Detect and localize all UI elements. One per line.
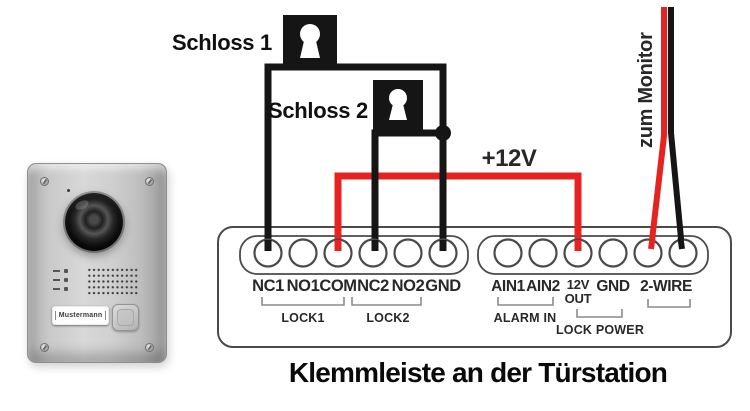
screw-icon	[145, 177, 154, 186]
terminal-no1	[288, 238, 318, 268]
indicator-dash-icon	[53, 269, 60, 272]
terminal-label-out: OUT	[565, 291, 592, 306]
terminal-label-no1: NO1	[287, 277, 320, 295]
terminal-label-gnd-right: GND	[596, 278, 629, 295]
terminal-no2	[393, 238, 423, 268]
terminal-2wire-a	[633, 238, 663, 268]
nameplate-text: Mustermann	[58, 312, 103, 319]
lock1-wire-label: Schloss 1	[172, 30, 272, 55]
terminal-label-com: COM	[319, 277, 356, 295]
wire-monitor-black	[668, 7, 685, 250]
nameplate-screw-slot	[54, 311, 56, 320]
group-label-lock-power: LOCK POWER	[556, 323, 644, 337]
door-station-panel: Mustermann	[27, 163, 167, 363]
indicator-glyph-icon	[64, 286, 68, 291]
indicator-dash-icon	[53, 287, 60, 290]
terminal-label-nc1: NC1	[252, 277, 284, 295]
power-wire-label: +12V	[482, 145, 537, 172]
terminal-ain1	[493, 238, 523, 268]
terminal-nc1	[253, 238, 283, 268]
indicator-row	[53, 275, 75, 284]
status-indicator-icons	[53, 266, 75, 293]
door-station-photo: Mustermann	[27, 163, 167, 363]
lock1-icon	[283, 15, 337, 67]
nameplate: Mustermann	[52, 306, 109, 325]
wire-monitor-red	[648, 7, 667, 250]
terminal-label-nc2: NC2	[357, 277, 389, 295]
indicator-dash-icon	[53, 278, 60, 281]
wire-12v-red	[334, 172, 582, 251]
group-label-lock2: LOCK2	[366, 311, 409, 325]
indicator-glyph-icon	[64, 277, 68, 282]
wire-tip	[677, 237, 685, 250]
indicator-glyph-icon	[64, 268, 68, 273]
terminal-label-ain2: AIN2	[526, 278, 560, 295]
bracket-lock1	[261, 297, 345, 306]
indicator-row	[53, 266, 75, 275]
terminal-com	[323, 238, 353, 268]
terminal-12v-out	[563, 238, 593, 268]
wire-lock2-black	[371, 129, 443, 251]
group-label-alarm-in: ALARM IN	[494, 311, 557, 325]
terminal-gnd-left	[428, 238, 458, 268]
terminal-label-no2: NO2	[392, 277, 425, 295]
wire-tip	[648, 237, 656, 250]
terminal-label-2wire: 2-WIRE	[640, 278, 692, 295]
indicator-row	[53, 284, 75, 293]
wire-junction-dot	[435, 125, 451, 141]
terminal-gnd-right	[598, 238, 628, 268]
bracket-lock2	[351, 297, 422, 306]
call-button	[112, 304, 139, 331]
camera-lens	[65, 193, 123, 251]
bracket-2wire	[647, 299, 691, 308]
terminal-label-12v: 12V	[567, 277, 590, 292]
terminal-label-gnd-left: GND	[425, 277, 461, 295]
screw-icon	[40, 177, 49, 186]
mic-hole	[67, 189, 70, 192]
nameplate-screw-slot	[105, 311, 107, 320]
monitor-wire-label: zum Monitor	[635, 32, 657, 148]
lock2-wire-label: Schloss 2	[268, 98, 368, 123]
diagram-title: Klemmleiste an der Türstation	[289, 357, 667, 388]
bracket-alarm-in	[497, 297, 554, 306]
group-brackets	[261, 297, 691, 318]
screw-icon	[145, 343, 154, 352]
wire-lock1-black	[264, 63, 447, 251]
terminal-label-ain1: AIN1	[491, 278, 525, 295]
terminal-nc2	[358, 238, 388, 268]
lock2-icon	[373, 80, 423, 130]
terminal-ain2	[528, 238, 558, 268]
speaker-grille-icon	[86, 266, 138, 295]
bracket-lock-power	[576, 309, 623, 318]
screw-icon	[40, 343, 49, 352]
group-label-lock1: LOCK1	[281, 311, 324, 325]
